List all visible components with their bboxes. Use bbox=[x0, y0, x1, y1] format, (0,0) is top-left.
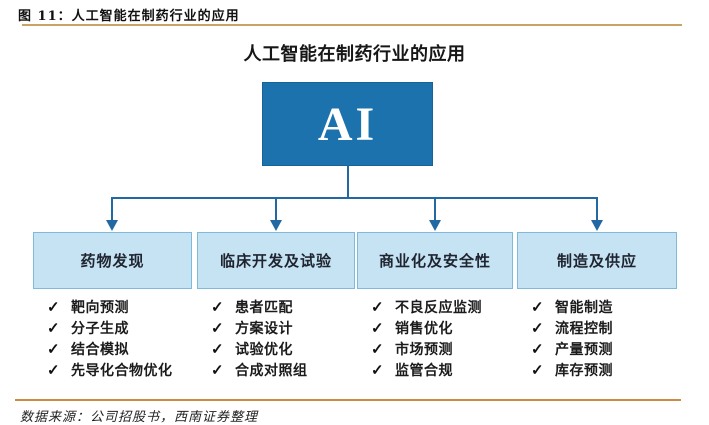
list-item-text: 方案设计 bbox=[235, 319, 293, 336]
list-item: ✓ 流程控制 bbox=[531, 317, 613, 338]
arrow-down-icon bbox=[106, 220, 118, 231]
check-icon: ✓ bbox=[47, 319, 60, 337]
check-icon: ✓ bbox=[211, 319, 224, 337]
arrow-down-icon bbox=[591, 220, 603, 231]
list-item-text: 分子生成 bbox=[71, 319, 129, 336]
connector-drop-1 bbox=[111, 197, 113, 221]
bottom-divider bbox=[15, 399, 681, 401]
list-item: ✓ 结合模拟 bbox=[47, 338, 173, 359]
list-item: ✓ 市场预测 bbox=[371, 338, 482, 359]
list-item-text: 智能制造 bbox=[555, 298, 613, 315]
branch-header-clinical-development: 临床开发及试验 bbox=[197, 232, 355, 289]
check-icon: ✓ bbox=[47, 361, 60, 379]
ai-root-node: AI bbox=[262, 82, 433, 166]
branch-header-drug-discovery: 药物发现 bbox=[33, 232, 192, 289]
connector-drop-4 bbox=[596, 197, 598, 221]
list-item: ✓ 分子生成 bbox=[47, 317, 173, 338]
source-note: 数据来源：公司招股书，西南证券整理 bbox=[20, 410, 259, 425]
list-item-text: 市场预测 bbox=[395, 340, 453, 357]
list-item-text: 产量预测 bbox=[555, 340, 613, 357]
check-icon: ✓ bbox=[531, 298, 544, 316]
list-item: ✓ 产量预测 bbox=[531, 338, 613, 359]
branch-header-manufacturing: 制造及供应 bbox=[517, 232, 677, 289]
branch-list-manufacturing: ✓ 智能制造 ✓ 流程控制 ✓ 产量预测 ✓ 库存预测 bbox=[531, 296, 613, 380]
list-item-text: 不良反应监测 bbox=[395, 298, 482, 315]
check-icon: ✓ bbox=[531, 340, 544, 358]
check-icon: ✓ bbox=[531, 319, 544, 337]
list-item-text: 流程控制 bbox=[555, 319, 613, 336]
list-item: ✓ 合成对照组 bbox=[211, 359, 308, 380]
arrow-down-icon bbox=[429, 220, 441, 231]
list-item: ✓ 库存预测 bbox=[531, 359, 613, 380]
list-item-text: 结合模拟 bbox=[71, 340, 129, 357]
list-item: ✓ 患者匹配 bbox=[211, 296, 308, 317]
branch-list-commercialization: ✓ 不良反应监测 ✓ 销售优化 ✓ 市场预测 ✓ 监管合规 bbox=[371, 296, 482, 380]
list-item-text: 库存预测 bbox=[555, 361, 613, 378]
list-item-text: 先导化合物优化 bbox=[71, 361, 173, 378]
connector-horizontal-line bbox=[111, 197, 598, 199]
check-icon: ✓ bbox=[211, 361, 224, 379]
list-item: ✓ 方案设计 bbox=[211, 317, 308, 338]
list-item: ✓ 先导化合物优化 bbox=[47, 359, 173, 380]
connector-drop-2 bbox=[275, 197, 277, 221]
list-item-text: 监管合规 bbox=[395, 361, 453, 378]
list-item: ✓ 销售优化 bbox=[371, 317, 482, 338]
list-item-text: 合成对照组 bbox=[235, 361, 308, 378]
list-item-text: 试验优化 bbox=[235, 340, 293, 357]
branch-list-drug-discovery: ✓ 靶向预测 ✓ 分子生成 ✓ 结合模拟 ✓ 先导化合物优化 bbox=[47, 296, 173, 380]
list-item-text: 销售优化 bbox=[395, 319, 453, 336]
figure-caption: 图 11：人工智能在制药行业的应用 bbox=[18, 9, 240, 24]
check-icon: ✓ bbox=[47, 298, 60, 316]
list-item: ✓ 监管合规 bbox=[371, 359, 482, 380]
check-icon: ✓ bbox=[531, 361, 544, 379]
check-icon: ✓ bbox=[371, 340, 384, 358]
arrow-down-icon bbox=[270, 220, 282, 231]
list-item: ✓ 靶向预测 bbox=[47, 296, 173, 317]
check-icon: ✓ bbox=[47, 340, 60, 358]
connector-drop-3 bbox=[434, 197, 436, 221]
branch-list-clinical-development: ✓ 患者匹配 ✓ 方案设计 ✓ 试验优化 ✓ 合成对照组 bbox=[211, 296, 308, 380]
check-icon: ✓ bbox=[211, 340, 224, 358]
diagram-title: 人工智能在制药行业的应用 bbox=[243, 44, 466, 64]
check-icon: ✓ bbox=[211, 298, 224, 316]
branch-header-commercialization: 商业化及安全性 bbox=[357, 232, 513, 289]
check-icon: ✓ bbox=[371, 298, 384, 316]
list-item-text: 靶向预测 bbox=[71, 298, 129, 315]
list-item: ✓ 不良反应监测 bbox=[371, 296, 482, 317]
connector-root-stub bbox=[347, 165, 349, 198]
list-item: ✓ 智能制造 bbox=[531, 296, 613, 317]
list-item: ✓ 试验优化 bbox=[211, 338, 308, 359]
list-item-text: 患者匹配 bbox=[235, 298, 293, 315]
top-divider bbox=[22, 24, 682, 26]
check-icon: ✓ bbox=[371, 361, 384, 379]
check-icon: ✓ bbox=[371, 319, 384, 337]
